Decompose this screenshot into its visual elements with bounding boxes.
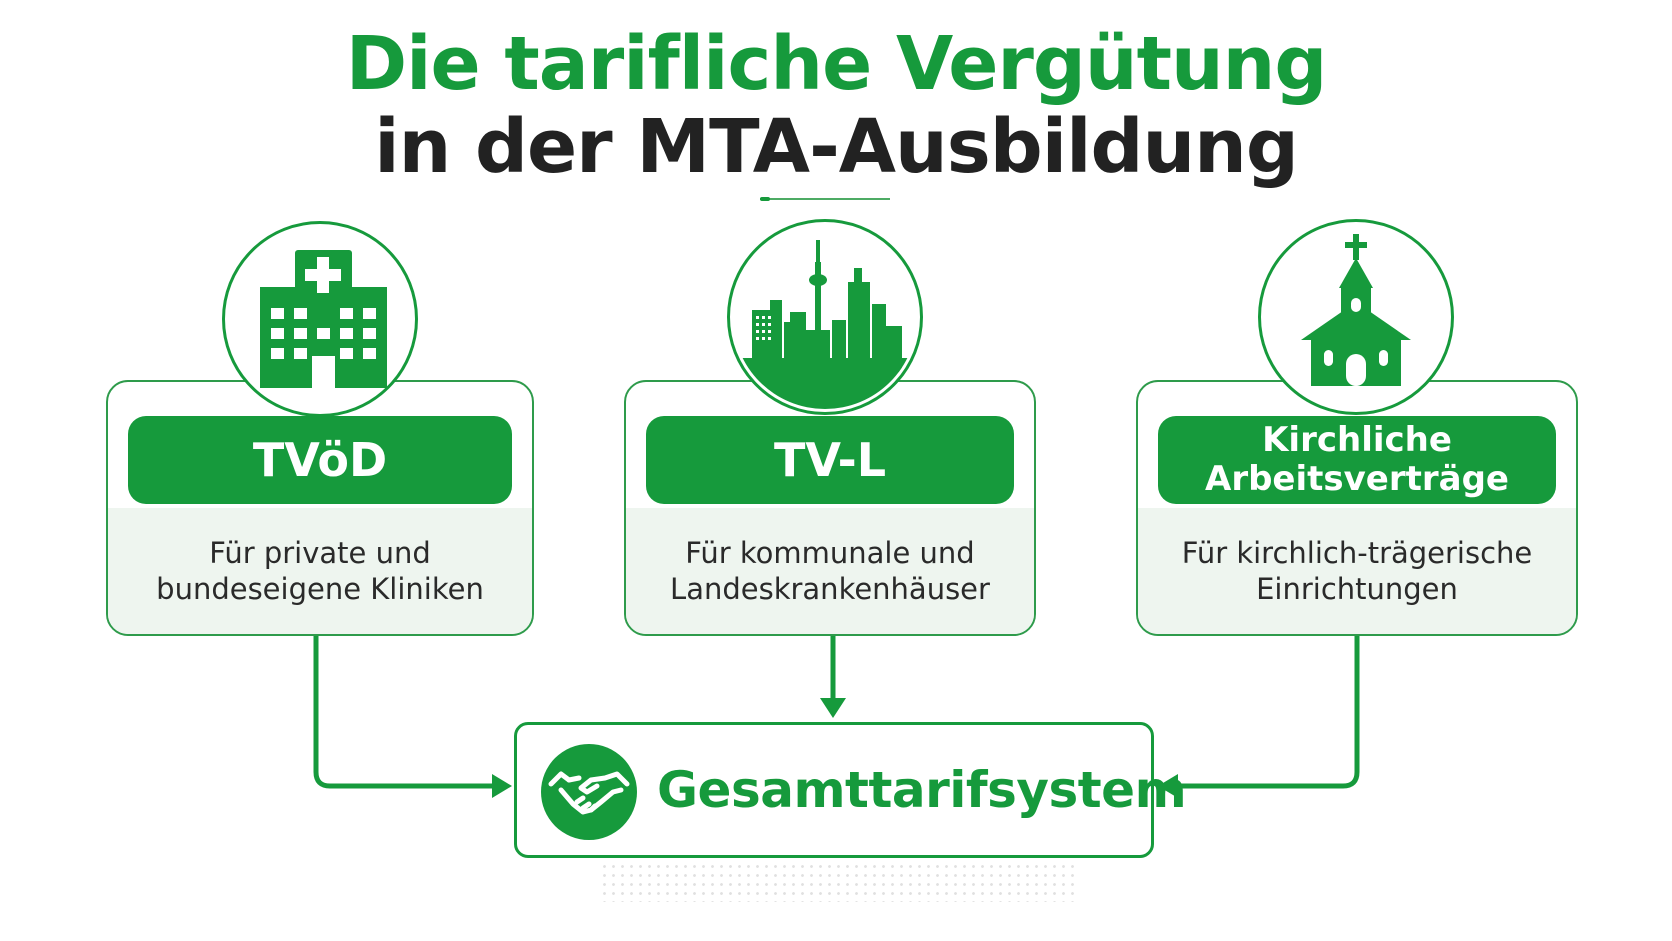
card-kirchlich-description-line1: Für kirchlich-trägerische [1181, 535, 1533, 570]
card-tvl: TV-L Für kommunale und Landeskrankenhäus… [624, 380, 1036, 636]
card-tvoed-title: TVöD [128, 416, 512, 504]
church-icon-circle [1258, 219, 1454, 415]
decorative-dot-pattern [600, 862, 1080, 902]
arrow-from-kirchlich [1170, 636, 1360, 789]
card-tvl-title: TV-L [646, 416, 1014, 504]
card-tvoed: TVöD Für private und bundeseigene Klinik… [106, 380, 534, 636]
card-kirchlich-description: Für kirchlich-trägerische Einrichtungen [1138, 508, 1576, 634]
handshake-icon [541, 744, 637, 840]
card-tvl-description-line2: Landeskrankenhäuser [670, 572, 990, 606]
card-tvoed-description-line1: Für private und [209, 535, 431, 570]
card-kirchlich-title: Kirchliche Arbeitsverträge [1158, 416, 1556, 504]
title-line-2: in der MTA-Ausbildung [374, 104, 1299, 190]
card-kirchlich-title-line1: Kirchliche [1262, 419, 1452, 460]
title-underline [760, 197, 890, 201]
arrow-from-tvoed [313, 636, 500, 789]
hospital-icon-circle [222, 221, 418, 417]
city-skyline-icon [733, 240, 917, 409]
arrow-head-left [492, 774, 512, 798]
card-tvl-description: Für kommunale und Landeskrankenhäuser [626, 508, 1034, 634]
arrow-head-top [820, 698, 846, 718]
card-kirchlich-description-line2: Einrichtungen [1256, 572, 1458, 606]
church-icon [1301, 234, 1411, 386]
card-tvl-description-line1: Für kommunale und [685, 535, 975, 570]
card-kirchlich-title-line2: Arbeitsverträge [1205, 459, 1509, 499]
city-skyline-icon-circle [727, 219, 923, 415]
arrow-head-right [1158, 774, 1178, 798]
title-line-1: Die tarifliche Vergütung [345, 21, 1328, 107]
hospital-icon [260, 250, 387, 388]
card-tvoed-description-line2: bundeseigene Kliniken [156, 572, 484, 606]
card-kirchlich: Kirchliche Arbeitsverträge Für kirchlich… [1136, 380, 1578, 636]
card-tvoed-description: Für private und bundeseigene Kliniken [108, 508, 532, 634]
gesamttarifsystem-box: Gesamttarifsystem [514, 722, 1187, 858]
gesamttarifsystem-label: Gesamttarifsystem [657, 761, 1187, 819]
